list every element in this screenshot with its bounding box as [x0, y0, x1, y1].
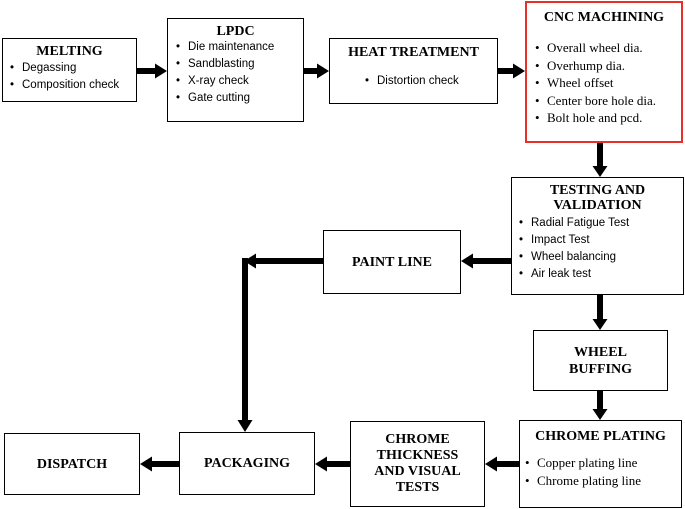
cnc-machining-item: Center bore hole dia.: [534, 92, 681, 110]
wheel-buffing-title-line: BUFFING: [569, 361, 632, 377]
heat-treatment-item: Distortion check: [364, 73, 497, 90]
melting-title: MELTING: [36, 44, 103, 59]
wheel-buffing-box: WHEEL BUFFING: [533, 330, 668, 391]
testing-validation-item: Impact Test: [518, 232, 683, 249]
melting-box: MELTING Degassing Composition check: [2, 38, 137, 102]
chrome-tests-title-line: TESTS: [395, 480, 440, 495]
cnc-machining-item: Overall wheel dia.: [534, 39, 681, 57]
melting-item: Degassing: [9, 60, 136, 77]
cnc-machining-item: Bolt hole and pcd.: [534, 109, 681, 127]
cnc-machining-list: Overall wheel dia. Overhump dia. Wheel o…: [534, 39, 681, 127]
heat-treatment-list: Distortion check: [364, 73, 497, 90]
testing-validation-box: TESTING AND VALIDATION Radial Fatigue Te…: [511, 177, 684, 295]
paint-line-title: PAINT LINE: [351, 254, 432, 270]
chrome-tests-box: CHROME THICKNESS AND VISUAL TESTS: [350, 421, 485, 507]
testing-validation-title-line: TESTING AND: [549, 183, 646, 198]
melting-list: Degassing Composition check: [9, 60, 136, 94]
arrow-tests-to-packaging: [315, 456, 350, 472]
lpdc-item: Gate cutting: [175, 90, 303, 107]
lpdc-box: LPDC Die maintenance Sandblasting X-ray …: [167, 18, 304, 122]
arrow-plating-to-tests: [485, 456, 519, 472]
paint-line-box: PAINT LINE: [323, 230, 461, 294]
cnc-machining-item: Overhump dia.: [534, 57, 681, 75]
chrome-plating-item: Copper plating line: [524, 454, 681, 472]
arrow-paint-to-corner: [244, 253, 323, 269]
chrome-tests-title-line: AND VISUAL: [374, 464, 461, 479]
chrome-tests-title-line: THICKNESS: [376, 448, 459, 463]
chrome-plating-item: Chrome plating line: [524, 472, 681, 490]
dispatch-box: DISPATCH: [4, 433, 140, 495]
testing-validation-title: TESTING AND VALIDATION: [512, 183, 683, 213]
testing-validation-list: Radial Fatigue Test Impact Test Wheel ba…: [518, 215, 683, 283]
lpdc-item: Die maintenance: [175, 39, 303, 56]
cnc-machining-item: Wheel offset: [534, 74, 681, 92]
heat-treatment-box: HEAT TREATMENT Distortion check: [329, 38, 498, 104]
lpdc-item: Sandblasting: [175, 56, 303, 73]
arrow-testing-to-paint: [461, 253, 511, 269]
testing-validation-title-line: VALIDATION: [553, 198, 642, 213]
lpdc-item: X-ray check: [175, 73, 303, 90]
cnc-machining-box: CNC MACHINING Overall wheel dia. Overhum…: [525, 1, 683, 143]
wheel-buffing-title: WHEEL BUFFING: [569, 344, 632, 378]
chrome-plating-box: CHROME PLATING Copper plating line Chrom…: [519, 420, 682, 508]
chrome-tests-title-line: CHROME: [385, 432, 450, 447]
arrow-testing-to-buffing: [592, 295, 608, 330]
heat-treatment-title: HEAT TREATMENT: [348, 45, 479, 60]
wheel-buffing-title-line: WHEEL: [574, 344, 627, 360]
lpdc-list: Die maintenance Sandblasting X-ray check…: [175, 39, 303, 107]
arrow-packaging-to-dispatch: [140, 456, 179, 472]
chrome-tests-title: CHROME THICKNESS AND VISUAL TESTS: [374, 432, 460, 496]
packaging-title: PACKAGING: [203, 456, 291, 471]
chrome-plating-title: CHROME PLATING: [535, 429, 666, 444]
arrow-buffing-to-chrome-plating: [592, 391, 608, 420]
melting-item: Composition check: [9, 77, 136, 94]
chrome-plating-list: Copper plating line Chrome plating line: [524, 454, 681, 489]
testing-validation-item: Wheel balancing: [518, 249, 683, 266]
packaging-box: PACKAGING: [179, 432, 315, 495]
dispatch-title: DISPATCH: [36, 456, 108, 472]
arrow-heat-treatment-to-cnc: [498, 63, 525, 79]
testing-validation-item: Air leak test: [518, 266, 683, 283]
arrow-melting-to-lpdc: [137, 63, 167, 79]
testing-validation-item: Radial Fatigue Test: [518, 215, 683, 232]
lpdc-title: LPDC: [216, 24, 255, 39]
arrow-corner-to-packaging: [237, 258, 253, 432]
cnc-machining-title: CNC MACHINING: [543, 10, 665, 25]
arrow-cnc-to-testing: [592, 142, 608, 177]
arrow-lpdc-to-heat-treatment: [304, 63, 329, 79]
